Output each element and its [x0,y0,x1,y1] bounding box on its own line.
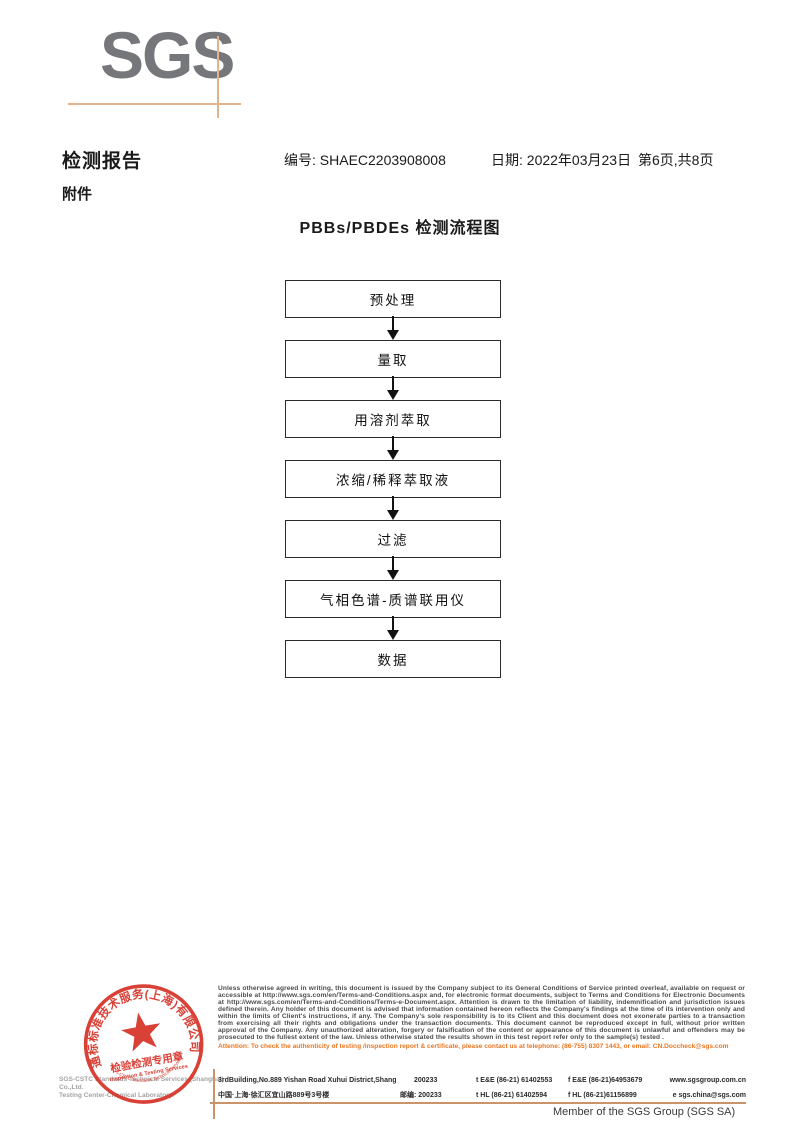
postal-cn: 邮编: 200233 [400,1091,442,1099]
legal-disclaimer: Unless otherwise agreed in writing, this… [218,985,745,1041]
flow-step-solvent-extraction: 用溶剂萃取 [285,400,501,438]
email-address: e sgs.china@sgs.com [672,1091,746,1099]
sgs-logo: SGS [100,18,235,92]
attachment-label: 附件 [62,186,93,203]
sgs-membership-note: Member of the SGS Group (SGS SA) [553,1106,736,1118]
address-cn: 中国·上海·徐汇区宜山路889号3号楼 [218,1091,330,1099]
report-number: 编号: SHAEC2203908008 [284,152,446,168]
flow-step-filter: 过滤 [285,520,501,558]
postal-en: 200233 [414,1077,438,1084]
phone-fax-1: f E&E (86-21)64953679 [568,1077,643,1084]
flow-step-measure: 量取 [285,340,501,378]
address-en: 3rdBuilding,No.889 Yishan Road Xuhui Dis… [218,1077,396,1084]
inspection-stamp-icon: 通标标准技术服务(上海)有限公司 检验检测专用章 Inspection & Te… [76,978,204,1104]
footer-divider-vertical [213,1069,215,1119]
flow-step-pretreatment: 预处理 [285,280,501,318]
flowchart-title: PBBs/PBDEs 检测流程图 [299,220,501,237]
page-indicator: 第6页,共8页 [638,152,714,168]
attention-notice: Attention: To check the authenticity of … [218,1042,729,1050]
arrow-down-icon [386,616,400,640]
flow-step-concentrate-dilute: 浓缩/稀释萃取液 [285,460,501,498]
address-block: 3rdBuilding,No.889 Yishan Road Xuhui Dis… [218,1074,746,1103]
footer-divider-horizontal [210,1102,746,1104]
company-name-en: SGS-CSTC Standards Technical Services (S… [59,1076,224,1092]
flow-step-data: 数据 [285,640,501,678]
logo-crosshair-horizontal [68,103,241,105]
arrow-down-icon [386,316,400,340]
arrow-down-icon [386,556,400,580]
phone-fax-2: f HL (86-21)61156899 [568,1091,637,1099]
arrow-down-icon [386,496,400,520]
report-title: 检测报告 [62,151,143,172]
arrow-down-icon [386,436,400,460]
website-url: www.sgsgroup.com.cn [669,1077,746,1084]
phone-tel-2: t HL (86-21) 61402594 [476,1091,548,1099]
flow-step-gcms: 气相色谱-质谱联用仪 [285,580,501,618]
legal-block: Unless otherwise agreed in writing, this… [218,985,745,1050]
phone-tel-1: t E&E (86-21) 61402553 [476,1077,553,1084]
logo-crosshair-vertical [217,36,219,118]
star-icon [121,1012,161,1052]
report-date: 日期: 2022年03月23日 [491,152,632,168]
arrow-down-icon [386,376,400,400]
